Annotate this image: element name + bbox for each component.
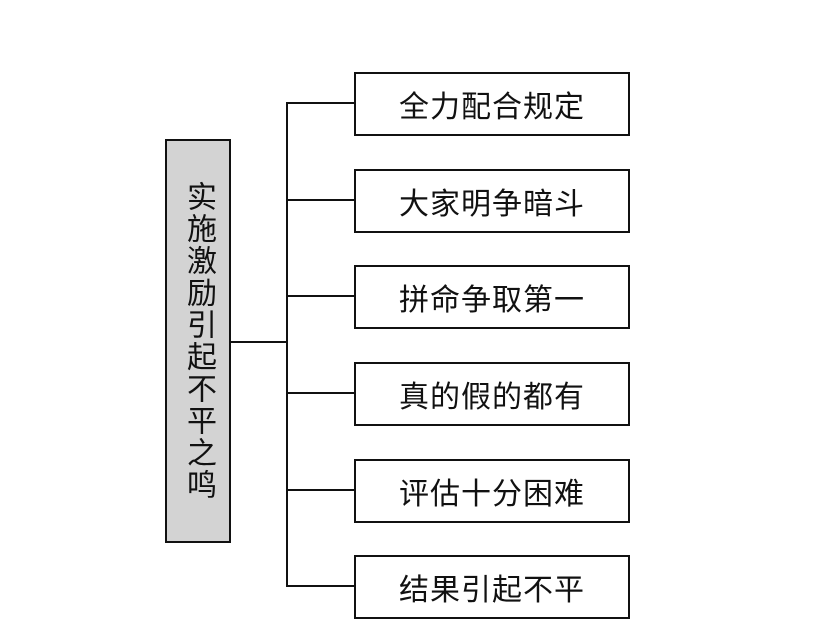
root-node: 实施激励引起不平之鸣 (165, 139, 231, 543)
root-node-label: 实施激励引起不平之鸣 (181, 181, 216, 501)
child-node: 真的假的都有 (354, 362, 630, 426)
branch-connector (286, 585, 355, 587)
branch-connector (286, 199, 355, 201)
branch-connector (286, 489, 355, 491)
child-node-label: 真的假的都有 (399, 380, 585, 415)
branch-connector (286, 102, 355, 104)
branch-connector (286, 295, 355, 297)
child-node: 拼命争取第一 (354, 265, 630, 329)
child-node: 全力配合规定 (354, 72, 630, 136)
child-node: 评估十分困难 (354, 459, 630, 523)
child-node: 大家明争暗斗 (354, 169, 630, 233)
child-node-label: 拼命争取第一 (399, 283, 585, 318)
branch-connector (286, 392, 355, 394)
child-node: 结果引起不平 (354, 555, 630, 619)
child-node-label: 大家明争暗斗 (399, 187, 585, 222)
child-node-label: 结果引起不平 (399, 573, 585, 608)
child-node-label: 全力配合规定 (399, 90, 585, 125)
root-connector (231, 341, 287, 343)
child-node-label: 评估十分困难 (399, 477, 585, 512)
trunk-line (286, 102, 288, 585)
